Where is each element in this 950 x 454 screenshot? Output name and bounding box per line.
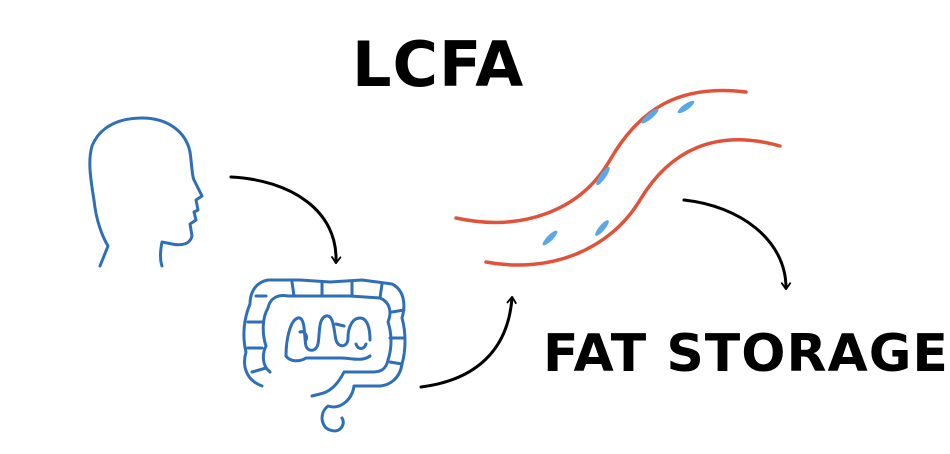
- arrow-vessel-to-fat-storage: [682, 198, 792, 291]
- arrow-intestine-to-vessel: [419, 295, 517, 389]
- fatty-acid-particles: [542, 100, 695, 246]
- lcfa-label: LCFA: [352, 28, 525, 101]
- fat-storage-label: FAT STORAGE: [543, 324, 949, 384]
- blood-vessel-icon: [454, 88, 782, 267]
- arrows: [229, 175, 792, 389]
- arrow-head-to-intestine: [229, 175, 342, 265]
- head-profile-icon: [88, 116, 204, 268]
- intestines-icon: [242, 278, 407, 433]
